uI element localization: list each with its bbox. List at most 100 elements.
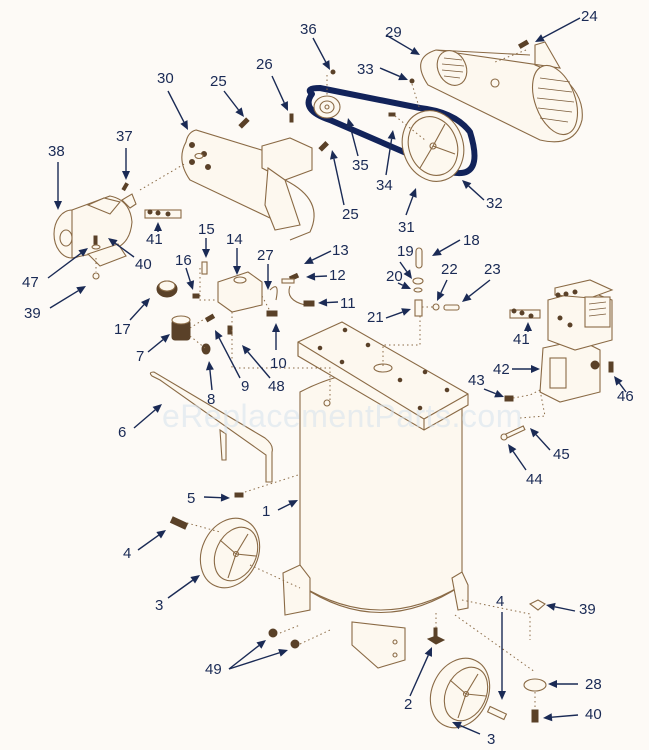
callout-number[interactable]: 36 (300, 21, 317, 38)
callout-number[interactable]: 40 (585, 706, 602, 723)
callout-38-motor[interactable]: 38 (48, 143, 65, 210)
callout-number[interactable]: 16 (175, 252, 192, 269)
air-filter[interactable] (171, 315, 191, 341)
callout-number[interactable]: 39 (579, 601, 596, 618)
callout-number[interactable]: 33 (357, 61, 374, 78)
tank[interactable] (282, 321, 469, 669)
callout-number[interactable]: 6 (118, 424, 126, 441)
callout-35-motor-pulley[interactable]: 35 (346, 118, 369, 174)
callout-number[interactable]: 49 (205, 661, 222, 678)
callout-14-pressure-switch[interactable]: 14 (226, 231, 243, 275)
callout-28-rubber-foot[interactable]: 28 (548, 676, 602, 693)
callout-number[interactable]: 40 (135, 256, 152, 273)
callout-41-fitting-kit[interactable]: 41 (513, 322, 532, 348)
callout-19-nut[interactable]: 19 (397, 243, 414, 279)
callout-number[interactable]: 11 (340, 295, 356, 312)
callout-number[interactable]: 4 (496, 593, 504, 610)
callout-number[interactable]: 44 (526, 471, 543, 488)
callout-number[interactable]: 9 (241, 378, 249, 395)
wheel-right[interactable] (419, 649, 500, 738)
handle[interactable] (149, 371, 273, 483)
callout-49-nuts[interactable]: 49 (205, 640, 288, 678)
callout-26-screw[interactable]: 26 (256, 56, 288, 111)
callout-39-nut[interactable]: 39 (546, 601, 596, 618)
callout-1-tank[interactable]: 1 (262, 500, 298, 520)
callout-11-tube-fitting[interactable]: 11 (318, 295, 356, 312)
callout-number[interactable]: 10 (270, 355, 287, 372)
callout-number[interactable]: 17 (114, 321, 131, 338)
callout-number[interactable]: 18 (463, 232, 480, 249)
callout-number[interactable]: 5 (187, 490, 195, 507)
callout-24-screw[interactable]: 24 (535, 8, 598, 42)
callout-16-nipple[interactable]: 16 (175, 252, 195, 290)
callout-8-fitting[interactable]: 8 (205, 361, 215, 408)
callout-number[interactable]: 43 (468, 372, 485, 389)
callout-number[interactable]: 47 (22, 274, 39, 291)
callout-6-handle[interactable]: 6 (118, 404, 162, 441)
callout-29-belt-guard-outer[interactable]: 29 (385, 24, 420, 55)
callout-17-gauge[interactable]: 17 (114, 298, 150, 338)
callout-22-fitting[interactable]: 22 (437, 261, 458, 301)
callout-44-nut[interactable]: 44 (508, 444, 543, 488)
callout-number[interactable]: 14 (226, 231, 243, 248)
callout-number[interactable]: 28 (585, 676, 602, 693)
callout-number[interactable]: 26 (256, 56, 273, 73)
callout-40-bolt[interactable]: 40 (543, 706, 602, 723)
callout-number[interactable]: 31 (398, 219, 415, 236)
callout-number[interactable]: 41 (513, 331, 530, 348)
callout-number[interactable]: 42 (493, 361, 510, 378)
callout-number[interactable]: 25 (210, 73, 227, 90)
callout-39-nut[interactable]: 39 (24, 286, 86, 322)
callout-4-wheel-bolt-left[interactable]: 4 (123, 530, 166, 562)
callout-31-belt[interactable]: 31 (398, 188, 417, 236)
callout-4-wheel-bolt-right[interactable]: 4 (496, 593, 506, 700)
callout-number[interactable]: 1 (262, 503, 270, 520)
belt-guard-outer[interactable] (420, 41, 586, 143)
callout-36-set-screw[interactable]: 36 (300, 21, 330, 70)
callout-number[interactable]: 39 (24, 305, 41, 322)
callout-3-wheel-left[interactable]: 3 (155, 575, 200, 614)
callout-45-tube[interactable]: 45 (530, 428, 570, 463)
callout-number[interactable]: 29 (385, 24, 402, 41)
callout-number[interactable]: 20 (386, 268, 403, 285)
callout-number[interactable]: 21 (367, 309, 384, 326)
callout-25-screw[interactable]: 25 (210, 73, 244, 117)
callout-number[interactable]: 19 (397, 243, 414, 260)
callout-number[interactable]: 12 (329, 267, 346, 284)
pressure-switch[interactable] (217, 271, 263, 313)
callout-number[interactable]: 34 (376, 177, 393, 194)
callout-number[interactable]: 13 (332, 242, 349, 259)
callout-20-ferrule[interactable]: 20 (386, 268, 411, 289)
callout-43-fitting[interactable]: 43 (468, 372, 504, 398)
callout-number[interactable]: 2 (404, 696, 412, 713)
callout-47-washer[interactable]: 47 (22, 248, 88, 291)
callout-number[interactable]: 23 (484, 261, 501, 278)
callout-10-safety-valve[interactable]: 10 (270, 323, 287, 372)
callout-number[interactable]: 22 (441, 261, 458, 278)
callout-number[interactable]: 27 (257, 247, 274, 264)
callout-34-key[interactable]: 34 (376, 130, 396, 194)
callout-21-check-valve[interactable]: 21 (367, 308, 411, 326)
callout-9-nipple[interactable]: 9 (215, 330, 249, 395)
gauge[interactable] (156, 280, 178, 298)
belt-guard-inner[interactable] (181, 129, 315, 241)
callout-number[interactable]: 37 (116, 128, 133, 145)
callout-number[interactable]: 32 (486, 195, 503, 212)
pump[interactable] (539, 279, 614, 403)
callout-number[interactable]: 15 (198, 221, 215, 238)
callout-number[interactable]: 25 (342, 206, 359, 223)
callout-7-air-filter[interactable]: 7 (136, 334, 170, 365)
flywheel[interactable] (392, 102, 473, 190)
callout-number[interactable]: 35 (352, 157, 369, 174)
callout-number[interactable]: 4 (123, 545, 131, 562)
callout-3-wheel-right[interactable]: 3 (452, 721, 495, 748)
callout-number[interactable]: 3 (155, 597, 163, 614)
callout-33-set-screw[interactable]: 33 (357, 61, 408, 81)
callout-15-elbow[interactable]: 15 (198, 221, 215, 258)
callout-25-screw[interactable]: 25 (330, 150, 359, 223)
motor-pulley[interactable] (313, 95, 341, 119)
callout-48-plug[interactable]: 48 (242, 345, 285, 395)
wheel-left[interactable] (189, 509, 270, 598)
callout-32-flywheel[interactable]: 32 (462, 180, 503, 212)
callout-40-bolt[interactable]: 40 (108, 238, 152, 273)
